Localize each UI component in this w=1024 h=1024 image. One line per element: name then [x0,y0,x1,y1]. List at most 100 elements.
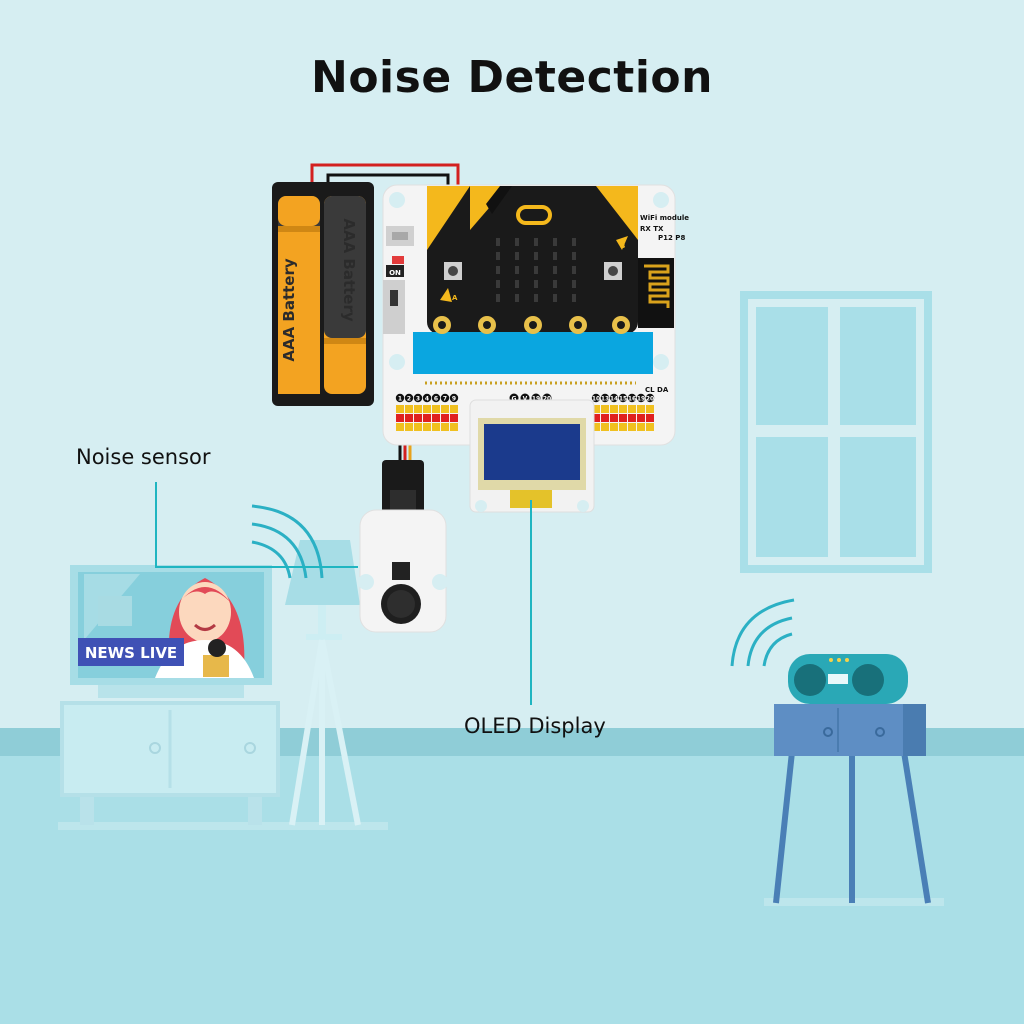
pin-label-right-3: 15 [619,396,627,403]
pin-header-left-1-0 [405,405,413,413]
pin-label-right-1: 13 [601,396,609,403]
led-3-0 [496,280,500,288]
pin-header-left-6-1 [450,414,458,422]
pin-label-mid-0: G [512,396,517,403]
pin-label-left-1: 2 [407,396,411,403]
cl-da-label: CL DA [645,386,669,394]
led-1-4 [572,252,576,260]
pin-header-left-5-0 [441,405,449,413]
led-0-4 [572,238,576,246]
pin-badge-right-0 [591,393,601,403]
led-1-2 [534,252,538,260]
battery-label-right: AAA Battery [340,218,358,322]
pin-badge-right-6 [645,393,655,403]
led-4-2 [534,294,538,302]
rx-tx-label: RX TX [640,225,664,233]
noise-sensor-module [358,460,448,633]
pin-badge-left-5 [440,393,450,403]
pin-label-mid-2: 19 [532,396,540,403]
pin-header-left-3-1 [423,414,431,422]
led-2-1 [515,266,519,274]
pin-header-right-3-0 [619,405,627,413]
pin-header-left-3-2 [423,423,431,431]
pin-header-right-1-2 [601,423,609,431]
led-0-3 [553,238,557,246]
pin-label-right-5: 19 [637,396,645,403]
pin-badge-right-1 [600,393,610,403]
pin-badge-right-2 [609,393,619,403]
pin-badge-left-2 [413,393,423,403]
battery-label-left: AAA Battery [280,258,298,362]
pin-label-mid-1: V [523,396,528,403]
pin-badge-right-4 [627,393,637,403]
pin-header-left-6-2 [450,423,458,431]
pin-header-right-5-2 [637,423,645,431]
pin-label-left-3: 4 [425,396,429,403]
pin-header-left-0-2 [396,423,404,431]
pin-header-right-2-0 [610,405,618,413]
led-3-2 [534,280,538,288]
pin-header-left-4-2 [432,423,440,431]
led-4-4 [572,294,576,302]
pin-label-left-5: 7 [443,396,447,403]
pin-label-left-6: 9 [452,396,456,403]
led-2-2 [534,266,538,274]
led-4-3 [553,294,557,302]
pin-label-right-2: 14 [610,396,618,403]
pin-header-left-1-1 [405,414,413,422]
led-2-4 [572,266,576,274]
pin-header-left-5-2 [441,423,449,431]
pin-header-right-4-1 [628,414,636,422]
led-0-1 [515,238,519,246]
pin-header-left-2-0 [414,405,422,413]
led-3-1 [515,280,519,288]
led-0-2 [534,238,538,246]
news-live-badge-text: NEWS LIVE [85,644,177,662]
led-1-0 [496,252,500,260]
tv-sound-waves-icon [251,504,324,579]
pin-header-right-1-1 [601,414,609,422]
pin-label-mid-3: 20 [543,396,551,403]
pin-header-left-4-0 [432,405,440,413]
oled-module [469,399,595,513]
battery-pack [272,182,374,406]
pin-header-left-0-1 [396,414,404,422]
pin-header-right-4-2 [628,423,636,431]
pin-badge-left-1 [404,393,414,403]
pin-badge-right-3 [618,393,628,403]
callout-lines [155,482,532,705]
television [70,565,272,698]
led-2-0 [496,266,500,274]
pin-label-right-6: 20 [646,396,654,403]
pin-header-left-5-1 [441,414,449,422]
radio-speaker [788,654,908,704]
pin-label-left-0: 1 [398,396,402,403]
led-2-3 [553,266,557,274]
p12-p8-label: P12 P8 [658,234,685,242]
pin-badge-left-0 [395,393,405,403]
pin-header-right-5-0 [637,405,645,413]
window [740,291,932,573]
pin-badge-left-3 [422,393,432,403]
pin-header-left-3-0 [423,405,431,413]
oled-display-callout: OLED Display [464,714,606,738]
pin-header-right-2-1 [610,414,618,422]
pin-label-right-0: 10 [592,396,600,403]
pin-header-right-0-2 [592,423,600,431]
pin-header-right-3-2 [619,423,627,431]
pin-header-left-2-1 [414,414,422,422]
pin-header-right-4-0 [628,405,636,413]
pin-header-left-4-1 [432,414,440,422]
radio-sound-waves-icon [730,598,795,667]
pin-header-left-6-0 [450,405,458,413]
pin-header-right-6-2 [646,423,654,431]
pin-header-right-5-1 [637,414,645,422]
led-3-4 [572,280,576,288]
pin-header-right-0-0 [592,405,600,413]
pin-badge-right-5 [636,393,646,403]
tv-cabinet [58,701,388,830]
led-4-1 [515,294,519,302]
button-b-label: B [620,242,625,250]
